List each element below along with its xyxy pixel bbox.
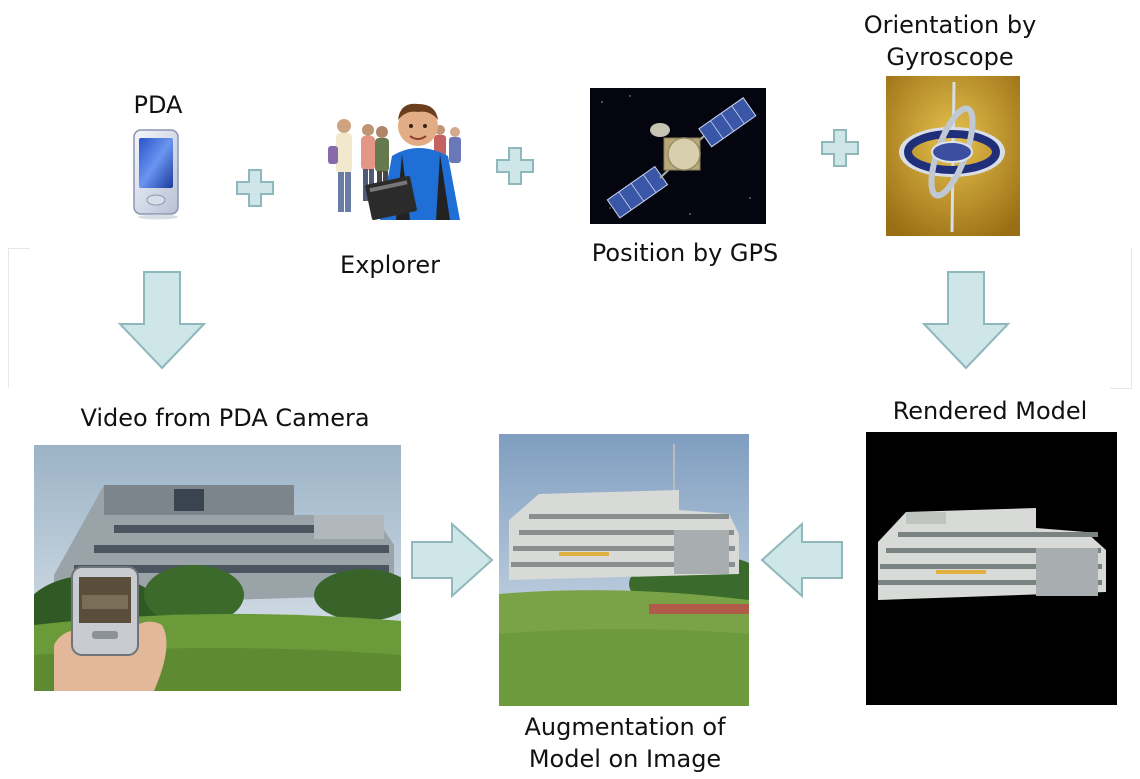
rendered-label: Rendered Model	[892, 397, 1088, 425]
satellite-photo	[590, 88, 766, 224]
left-bracket-vertical	[8, 248, 9, 388]
left-arrow-icon	[760, 522, 844, 598]
augmented-image-photo	[499, 434, 749, 706]
gyro-label-line1: Orientation by	[863, 11, 1037, 39]
gyro-label-line2: Gyroscope	[886, 43, 1014, 71]
down-arrow-icon	[922, 270, 1010, 370]
plus-icon	[820, 128, 860, 168]
augment-label-line2: Model on Image	[528, 745, 722, 773]
students-photo	[310, 96, 470, 220]
pda-label: PDA	[133, 91, 183, 119]
augment-label-line1: Augmentation of	[524, 713, 726, 741]
right-bracket-vertical	[1131, 248, 1132, 388]
camera-video-photo	[34, 445, 401, 691]
plus-icon	[495, 146, 535, 186]
right-bracket-bottom	[1110, 388, 1132, 389]
right-arrow-icon	[410, 522, 494, 598]
rendered-model-photo	[866, 432, 1117, 705]
pda-device-icon	[128, 128, 188, 220]
plus-icon	[235, 168, 275, 208]
left-bracket-top	[8, 248, 30, 249]
gyroscope-photo	[886, 76, 1020, 236]
down-arrow-icon	[118, 270, 206, 370]
video-label: Video from PDA Camera	[80, 404, 370, 432]
explorer-label: Explorer	[340, 251, 440, 279]
gps-label: Position by GPS	[591, 239, 779, 267]
